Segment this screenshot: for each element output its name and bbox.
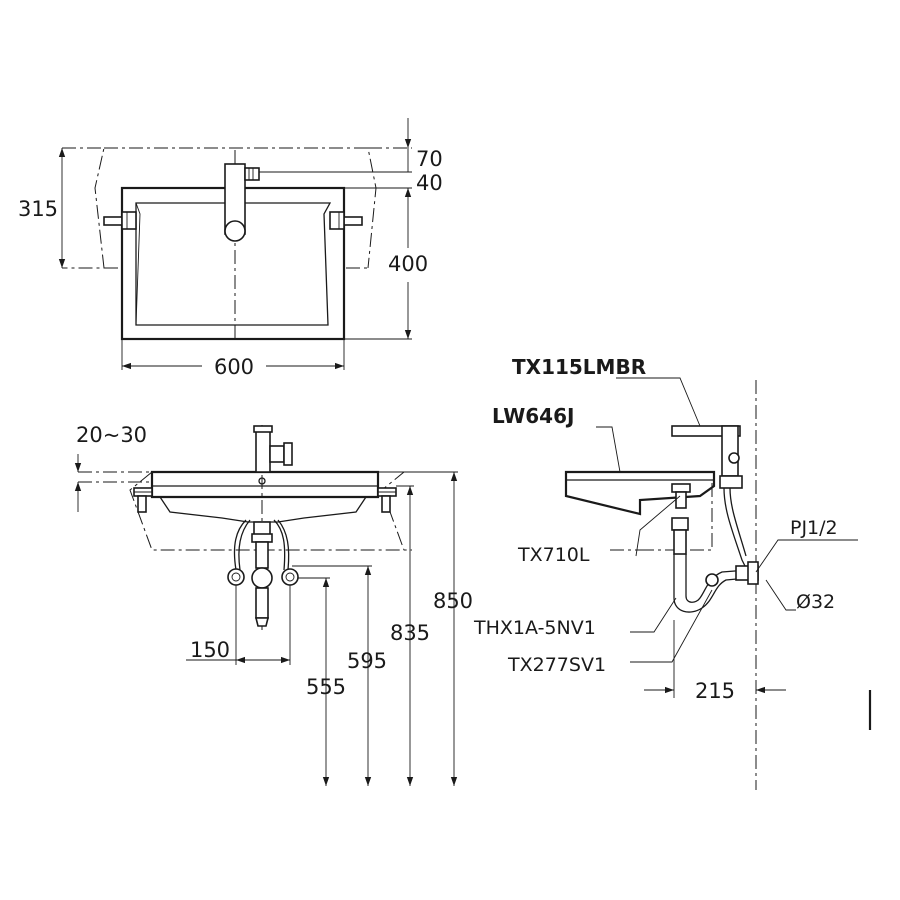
front-basin-bowl — [159, 496, 367, 523]
side-drain — [671, 517, 749, 613]
dim-555-label: 555 — [306, 675, 346, 699]
dim-215-label: 215 — [695, 679, 735, 703]
front-bracket-right — [377, 487, 397, 513]
label-lw646j: LW646J — [492, 404, 574, 428]
label-tx115lmbr: TX115LMBR — [512, 355, 646, 379]
side-faucet — [671, 425, 743, 489]
label-tx277sv1: TX277SV1 — [507, 654, 606, 676]
dim-595-label: 595 — [347, 649, 387, 673]
dim-600-label: 600 — [214, 355, 254, 379]
dim-400-label: 400 — [388, 252, 428, 276]
dim-70-label: 70 — [416, 147, 443, 171]
side-basin — [564, 470, 716, 516]
dim-40-label: 40 — [416, 171, 443, 195]
label-pj12: PJ1/2 — [790, 517, 838, 539]
dim-315-label: 315 — [18, 197, 58, 221]
plan-basin-bowl — [135, 202, 332, 326]
front-view: 20~30 150 555 595 835 850 — [74, 423, 473, 786]
dim-850-label: 850 — [433, 589, 473, 613]
front-trap — [251, 521, 273, 627]
dim-20-30-label: 20~30 — [76, 423, 147, 447]
front-basin-rim — [150, 470, 380, 499]
plan-faucet — [224, 163, 260, 242]
supply-valve-right — [281, 568, 299, 586]
supply-valve-left — [227, 568, 245, 586]
plan-view: 315 600 70 40 400 — [18, 118, 443, 379]
plan-bracket-right — [329, 211, 363, 230]
front-bracket-left — [133, 487, 153, 513]
dim-150-label: 150 — [190, 638, 230, 662]
dim-835-label: 835 — [390, 621, 430, 645]
label-o32: Ø32 — [796, 591, 835, 613]
plan-bracket-left — [103, 211, 137, 230]
side-bracket — [671, 483, 691, 509]
label-tx710l: TX710L — [517, 544, 590, 566]
side-view: TX115LMBR LW646J TX710L THX1A-5NV1 TX277… — [473, 355, 872, 790]
label-thx1a-5nv1: THX1A-5NV1 — [473, 617, 596, 639]
front-faucet — [253, 425, 293, 473]
